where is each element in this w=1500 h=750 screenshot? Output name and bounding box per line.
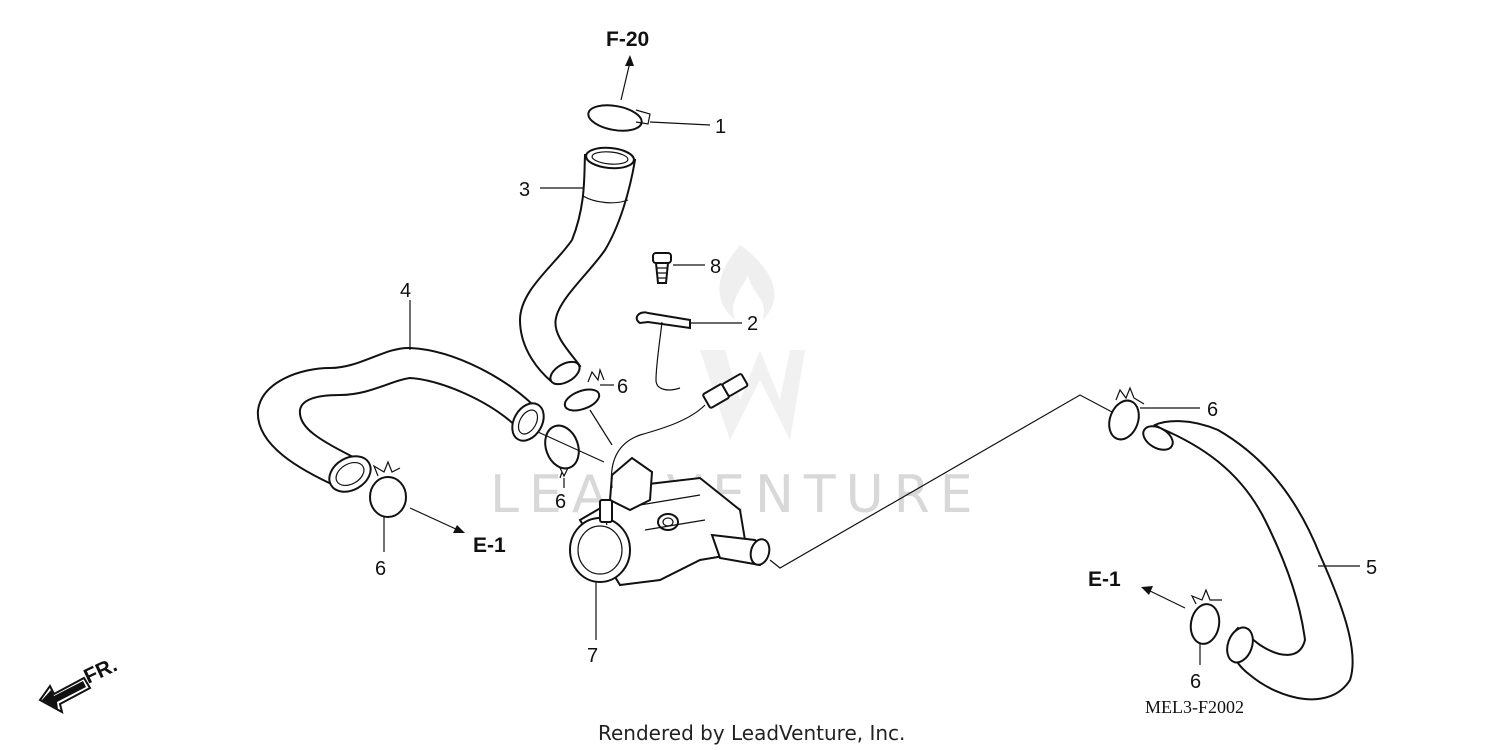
- hose-part-4[interactable]: [256, 346, 550, 499]
- clamp-part-6-right-lower[interactable]: [1188, 588, 1223, 646]
- arrow-e1-left: [409, 507, 459, 531]
- ref-e1-right[interactable]: E-1: [1088, 568, 1121, 591]
- callout-3: 3: [519, 179, 530, 201]
- callout-6-middle: 6: [555, 491, 566, 513]
- bracket-part-2[interactable]: [635, 311, 691, 391]
- hose-part-5[interactable]: [1139, 420, 1354, 701]
- clamp-part-6-upper[interactable]: [562, 367, 605, 415]
- callout-6-right-lower: 6: [1190, 671, 1201, 693]
- valve-part-7[interactable]: [569, 456, 772, 587]
- clamp-part-6-right-upper[interactable]: [1104, 386, 1145, 444]
- bolt-part-8[interactable]: [652, 252, 672, 284]
- callout-5: 5: [1366, 557, 1377, 579]
- clamp-part-1[interactable]: [586, 101, 651, 134]
- hose-part-3[interactable]: [518, 146, 637, 389]
- leader-line-1: [649, 121, 711, 126]
- callout-2: 2: [747, 313, 758, 335]
- callout-4: 4: [400, 280, 411, 302]
- clamp-part-6-middle[interactable]: [539, 421, 584, 479]
- arrow-head-f20: [625, 55, 634, 66]
- callout-6-upper: 6: [617, 376, 628, 398]
- callout-8: 8: [710, 256, 721, 278]
- front-arrow-icon: [38, 676, 92, 714]
- arrow-e1-right: [1147, 589, 1186, 609]
- line-hose4-to-valve: [537, 431, 605, 463]
- credit-text: Rendered by LeadVenture, Inc.: [598, 721, 905, 745]
- watermark-logo: [700, 245, 805, 440]
- clamp-part-6-left[interactable]: [369, 460, 407, 518]
- callout-1: 1: [715, 116, 726, 138]
- arrow-f20: [620, 61, 631, 101]
- callout-6-left: 6: [375, 558, 386, 580]
- ref-e1-left[interactable]: E-1: [473, 534, 506, 557]
- callout-6-right-upper: 6: [1207, 399, 1218, 421]
- line-valve-to-hose5: [769, 394, 1113, 569]
- line-hose3-to-valve: [589, 409, 613, 446]
- ref-f20[interactable]: F-20: [606, 28, 649, 51]
- wire-connector[interactable]: [599, 373, 749, 526]
- arrow-head-e1-left: [453, 525, 465, 533]
- arrow-head-e1-right: [1141, 586, 1153, 595]
- diagram-code: MEL3-F2002: [1145, 697, 1244, 717]
- callout-7: 7: [587, 645, 598, 667]
